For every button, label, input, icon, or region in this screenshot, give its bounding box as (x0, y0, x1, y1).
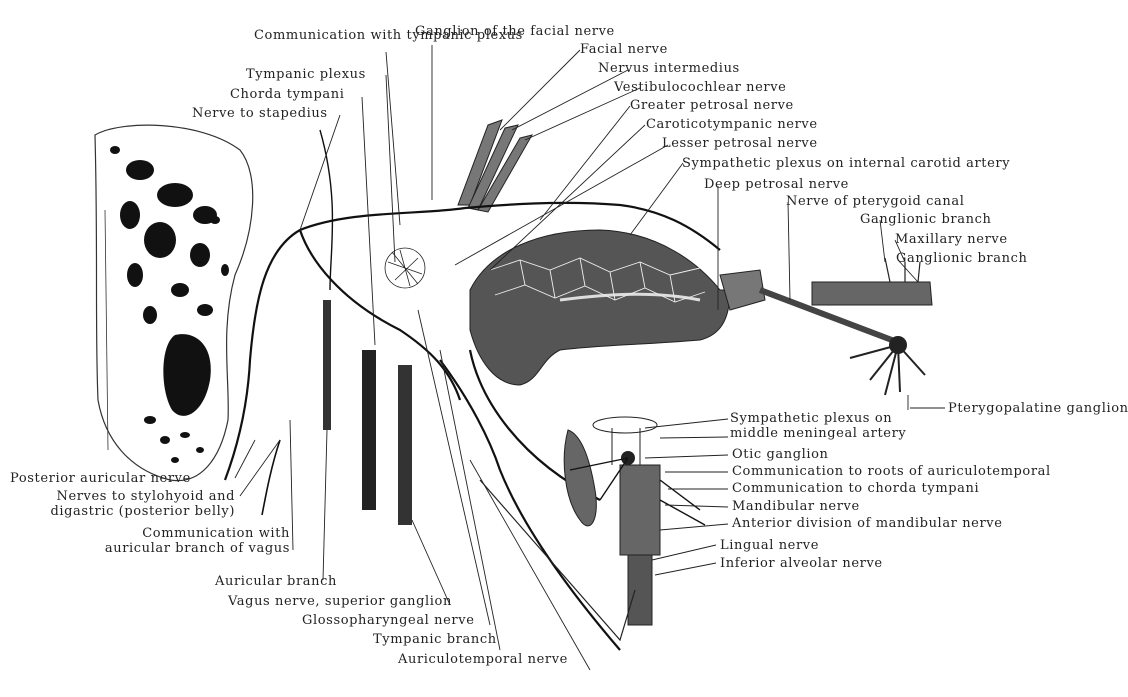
label-vestibulocochlear-nerve: Vestibulocochlear nerve (614, 80, 786, 95)
label-posterior-auricular-nerve: Posterior auricular nerve (10, 471, 191, 486)
label-auriculotemporal-nerve: Auriculotemporal nerve (398, 652, 568, 667)
label-mandibular-nerve: Mandibular nerve (732, 499, 860, 514)
label-maxillary-nerve: Maxillary nerve (895, 232, 1008, 247)
label-nerve-of-pterygoid-canal: Nerve of pterygoid canal (786, 194, 965, 209)
label-auricular-branch: Auricular branch (215, 574, 337, 589)
label-pterygopalatine-ganglion: Pterygopalatine ganglion (948, 401, 1128, 416)
label-greater-petrosal-nerve: Greater petrosal nerve (630, 98, 794, 113)
mastoid-air-cells (110, 146, 229, 463)
label-deep-petrosal-nerve: Deep petrosal nerve (704, 177, 849, 192)
facial-nerve-bundles (458, 120, 532, 212)
label-lesser-petrosal-nerve: Lesser petrosal nerve (662, 136, 818, 151)
mandibular-region (480, 417, 705, 640)
label-ganglionic-branch-1: Ganglionic branch (860, 212, 991, 227)
label-sympathetic-plexus-middle-meningeal: Sympathetic plexus on middle meningeal a… (730, 411, 910, 441)
label-otic-ganglion: Otic ganglion (732, 447, 829, 462)
label-communication-auricular-branch-vagus: Communication with auricular branch of v… (85, 526, 290, 556)
label-facial-nerve: Facial nerve (580, 42, 668, 57)
label-nerves-to-stylohyoid-digastric: Nerves to stylohyoid and digastric (post… (15, 489, 235, 519)
label-ganglionic-branch-2: Ganglionic branch (896, 251, 1027, 266)
label-communication-roots-auriculotemporal: Communication to roots of auriculotempor… (732, 464, 1051, 479)
label-chorda-tympani-top: Chorda tympani (230, 87, 344, 102)
label-communication-with-tympanic-plexus: Communication with tympanic plexus (254, 28, 394, 43)
label-anterior-division-mandibular: Anterior division of mandibular nerve (732, 516, 1003, 531)
label-vagus-superior-ganglion: Vagus nerve, superior ganglion (228, 594, 452, 609)
tympanic-plexus (385, 248, 425, 288)
label-sympathetic-plexus-internal-carotid: Sympathetic plexus on internal carotid a… (682, 156, 1010, 171)
label-glossopharyngeal-nerve: Glossopharyngeal nerve (302, 613, 475, 628)
temporal-bone (95, 125, 253, 480)
label-lingual-nerve: Lingual nerve (720, 538, 819, 553)
leader-lines (235, 45, 945, 670)
label-nerve-to-stapedius: Nerve to stapedius (192, 106, 328, 121)
label-ganglion-of-facial-nerve: Ganglion of the facial nerve (415, 24, 615, 39)
label-tympanic-plexus: Tympanic plexus (246, 67, 366, 82)
label-tympanic-branch: Tympanic branch (373, 632, 497, 647)
maxillary-trunk (760, 258, 932, 395)
descending-nerves (262, 130, 412, 525)
label-communication-chorda-tympani: Communication to chorda tympani (732, 481, 979, 496)
label-inferior-alveolar-nerve: Inferior alveolar nerve (720, 556, 883, 571)
petrous-carotid (470, 230, 765, 385)
label-caroticotympanic-nerve: Caroticotympanic nerve (646, 117, 818, 132)
label-nervus-intermedius: Nervus intermedius (598, 61, 740, 76)
